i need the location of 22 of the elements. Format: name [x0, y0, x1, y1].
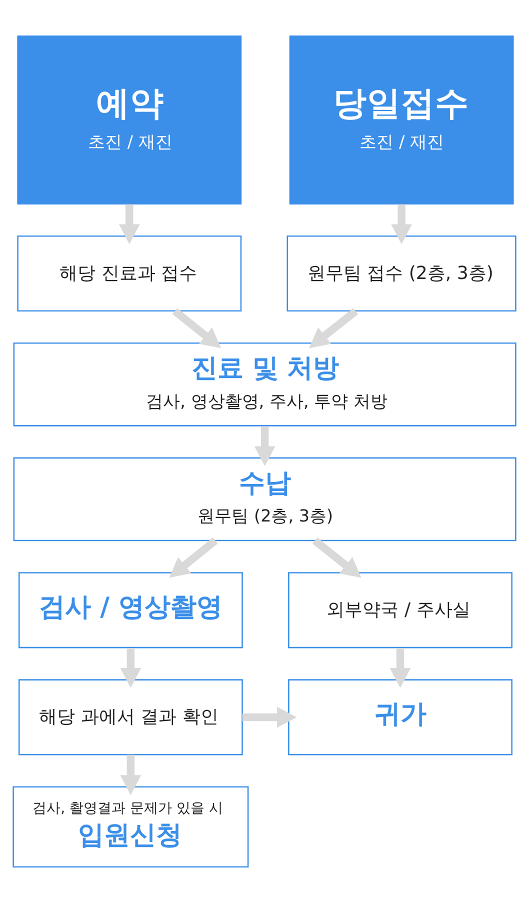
arrow: [120, 648, 142, 688]
arrow: [169, 538, 218, 578]
node-box: 예약 초진 / 재진: [17, 36, 242, 204]
node-box: 해당 진료과 접수: [17, 235, 242, 312]
arrow: [390, 648, 411, 688]
node-box: 검사, 촬영결과 문제가 있을 시 입원신청: [12, 786, 249, 868]
node-box: 당일접수 초진 / 재진: [289, 36, 514, 204]
node-box: 해당 과에서 결과 확인: [18, 679, 243, 756]
arrow: [120, 754, 142, 796]
node-box: 검사 / 영상촬영: [18, 572, 243, 648]
node-box: 원무팀 접수 (2층, 3층): [286, 235, 516, 312]
node-box: 귀가: [288, 679, 512, 756]
node-box: 외부약국 / 주사실: [288, 572, 512, 648]
arrow: [242, 706, 297, 728]
arrow: [254, 426, 276, 466]
arrow: [312, 538, 362, 578]
node-box: 수납 원무팀 (2층, 3층): [13, 457, 516, 542]
arrow: [118, 204, 140, 244]
arrow: [391, 204, 412, 244]
arrow: [172, 308, 222, 348]
arrow: [309, 308, 358, 348]
node-box: 진료 및 처방 검사, 영상촬영, 주사, 투약 처방: [13, 342, 516, 426]
